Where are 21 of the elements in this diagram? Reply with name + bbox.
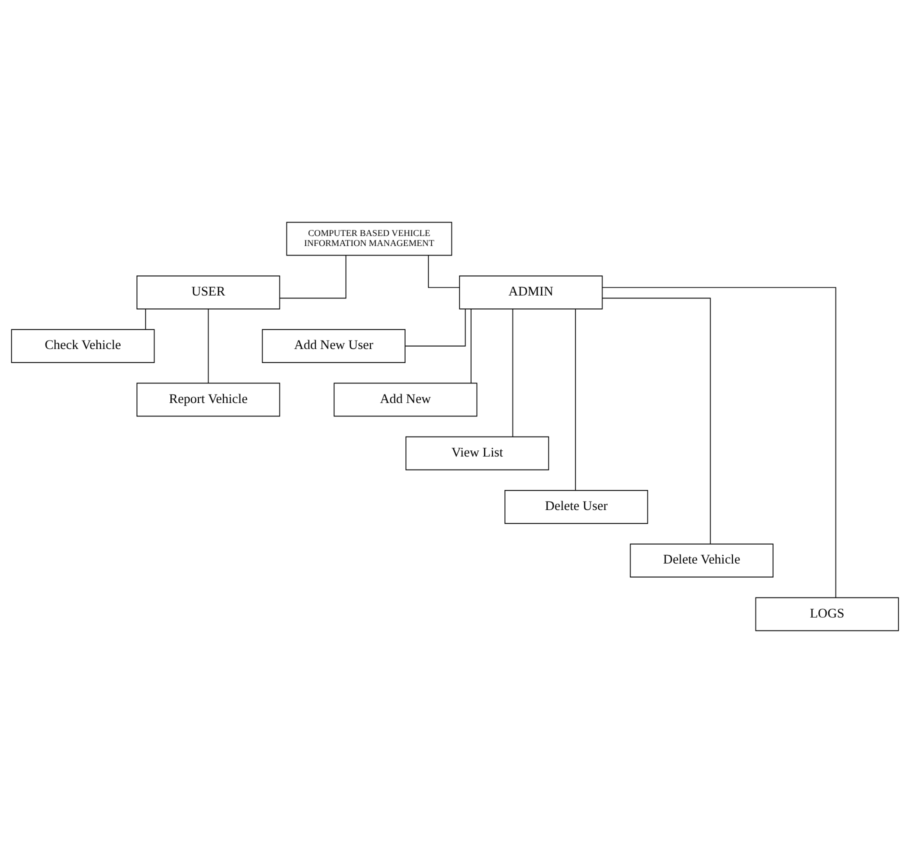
node-box: View List — [406, 436, 550, 470]
node-box: Add New User — [262, 328, 406, 362]
connector — [602, 297, 711, 544]
connector — [428, 254, 460, 288]
connector — [470, 308, 472, 383]
connector — [145, 308, 146, 330]
connector — [575, 308, 576, 490]
node-box: ADMIN — [459, 275, 603, 309]
node-box: Check Vehicle — [11, 328, 155, 362]
connector — [404, 308, 466, 346]
node-box: Report Vehicle — [136, 382, 280, 416]
connector — [602, 286, 836, 598]
node-box: Delete Vehicle — [630, 543, 774, 577]
node-box: COMPUTER BASED VEHICLE INFORMATION MANAGEMENT — [286, 221, 452, 256]
connector — [208, 308, 209, 383]
node-box: Delete User — [504, 490, 648, 524]
connector — [280, 254, 346, 298]
node-box: LOGS — [755, 596, 899, 631]
connector — [512, 308, 514, 437]
node-box: USER — [136, 275, 280, 309]
node-box: Add New — [334, 382, 478, 416]
